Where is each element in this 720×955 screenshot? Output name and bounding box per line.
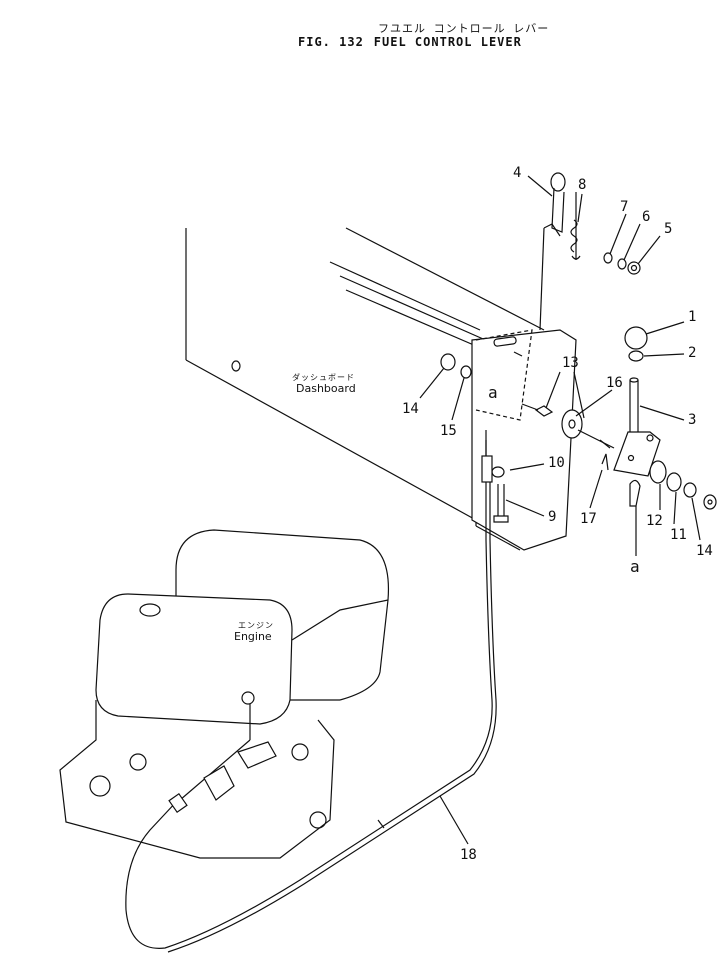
nuts-5-6-7 — [603, 252, 641, 275]
dashboard-panel — [185, 227, 545, 551]
callout-14-right: 14 — [696, 543, 713, 559]
callout-2: 2 — [688, 345, 697, 361]
callout-11: 11 — [670, 527, 687, 543]
callout-10: 10 — [548, 455, 565, 471]
disc-16 — [561, 409, 615, 449]
pin-17 — [601, 453, 609, 471]
callout-7: 7 — [620, 199, 629, 215]
washers-right — [629, 460, 717, 556]
callout-5: 5 — [664, 221, 673, 237]
engine-block — [59, 529, 390, 859]
spring-bracket — [550, 172, 581, 260]
callout-16: 16 — [606, 375, 623, 391]
dashboard-label: Dashboard — [296, 382, 356, 395]
callout-13: 13 — [562, 355, 579, 371]
dashboard-label-jp: ダッシュボード — [292, 373, 355, 382]
connection-marker-a-bottom: a — [630, 557, 640, 576]
engine-label: Engine — [234, 630, 272, 643]
callout-15: 15 — [440, 423, 457, 439]
callout-4: 4 — [513, 165, 522, 181]
callout-9: 9 — [548, 509, 557, 525]
figure-title: FIG. 132 FUEL CONTROL LEVER — [298, 35, 532, 49]
callout-8: 8 — [578, 177, 587, 193]
callout-14-left: 14 — [402, 401, 419, 417]
engine-label-jp: エンジン — [238, 621, 274, 630]
callout-3: 3 — [688, 412, 697, 428]
lever-knob-assembly — [613, 326, 661, 477]
figure-name: FUEL CONTROL LEVER — [373, 35, 522, 49]
connection-marker-a-top: a — [488, 383, 498, 402]
figure-number: FIG. 132 — [298, 35, 364, 49]
callout-1: 1 — [688, 309, 697, 325]
bolts-left — [440, 353, 554, 523]
control-cable — [125, 430, 497, 953]
callout-12: 12 — [646, 513, 663, 529]
title-japanese: フユエル コントロール レバー — [378, 22, 550, 35]
callout-6: 6 — [642, 209, 651, 225]
callout-17: 17 — [580, 511, 597, 527]
leader-lines — [419, 175, 701, 845]
callout-18: 18 — [460, 847, 477, 863]
